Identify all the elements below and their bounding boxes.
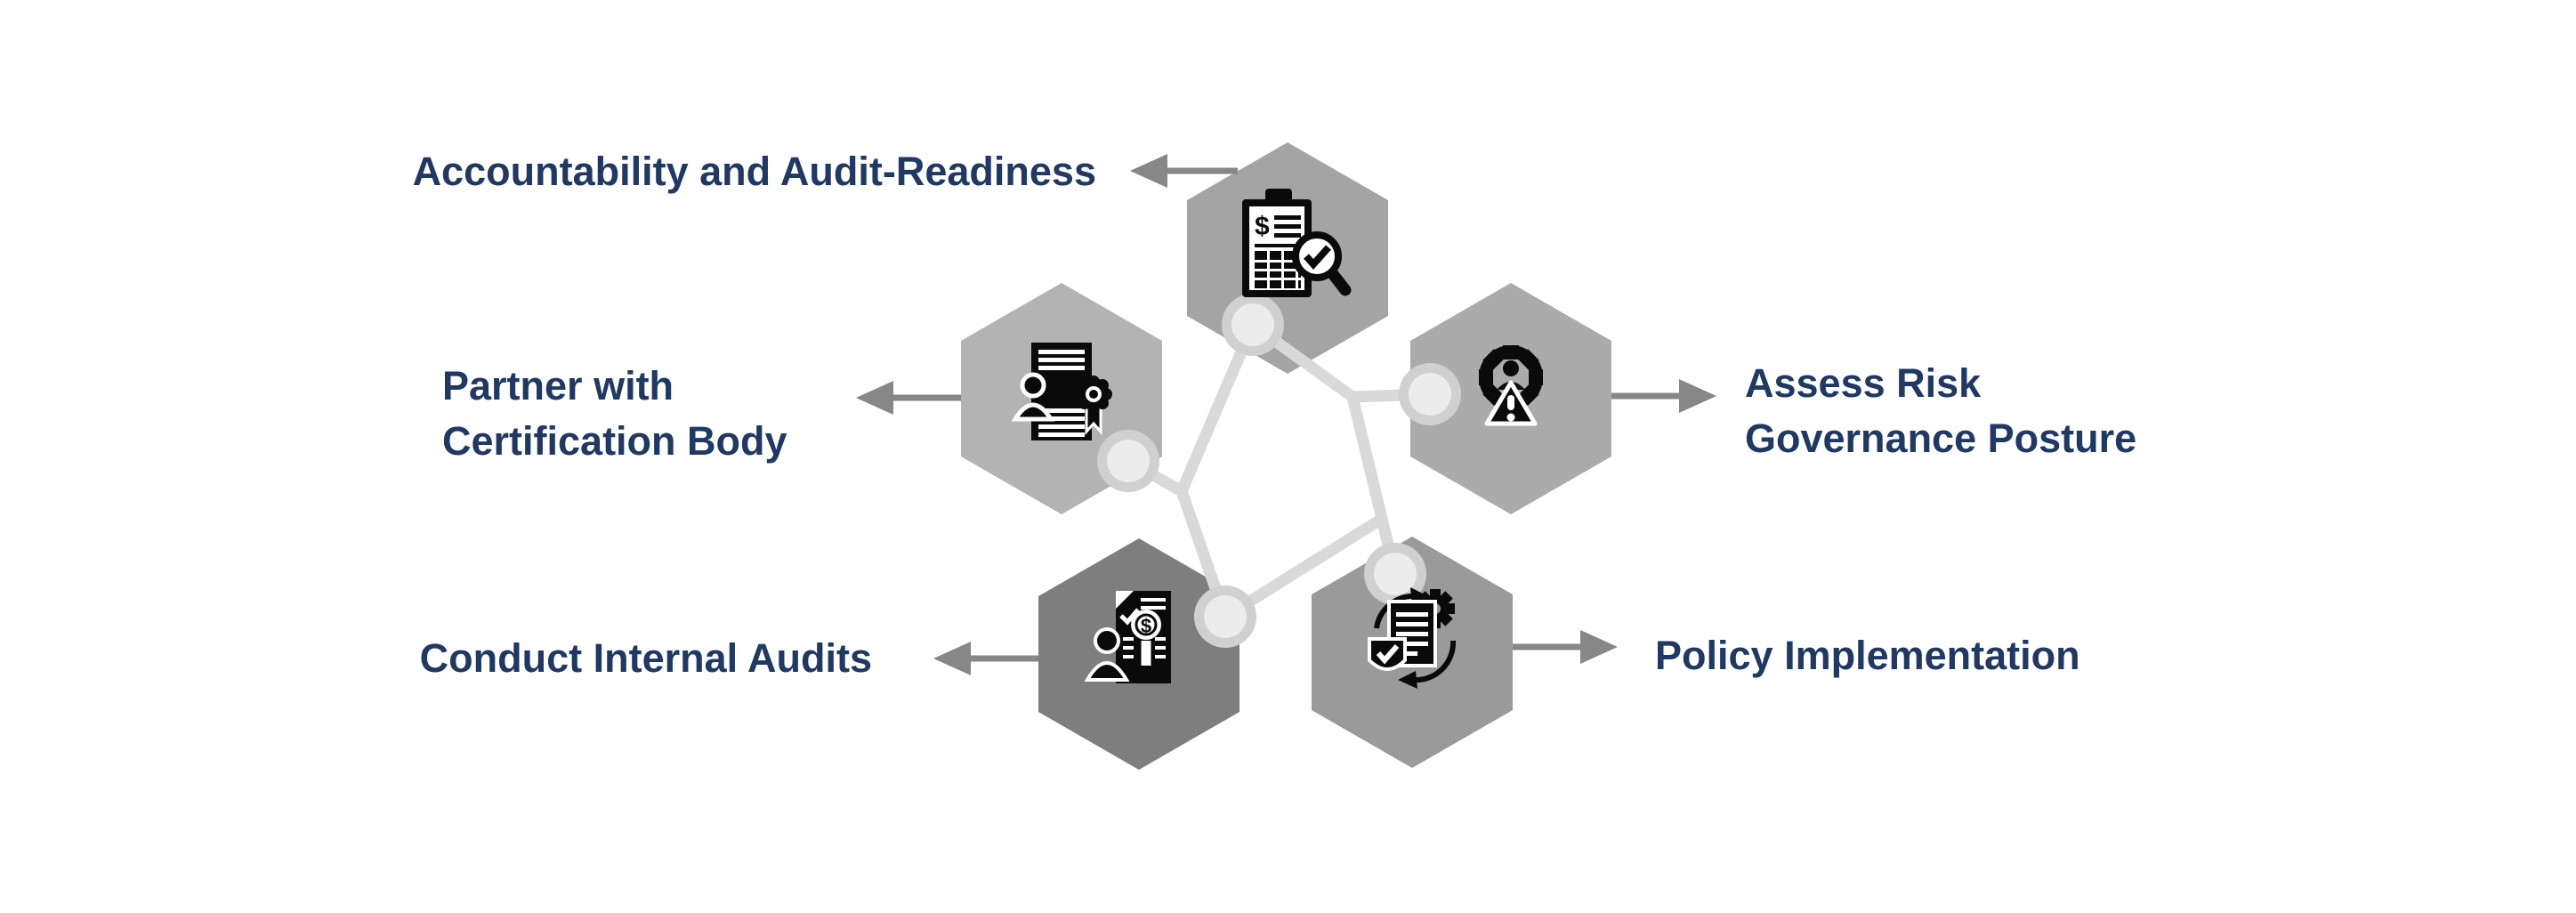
node-circle-left xyxy=(1097,430,1159,492)
dollar-glyph: $ xyxy=(1255,212,1270,241)
policy-document-shield-gear-icon xyxy=(1368,587,1457,689)
arrow-conduct-internal-audits xyxy=(933,642,1038,675)
node-circle-top xyxy=(1222,294,1284,356)
arrow-policy-implementation xyxy=(1513,630,1618,664)
person-document-dollar-magnifier-icon: $ xyxy=(1084,591,1171,683)
label-policy-implementation: Policy Implementation xyxy=(1655,628,2080,683)
dollar-glyph: $ xyxy=(1141,615,1151,637)
arrow-partner-certification xyxy=(856,381,961,415)
label-line: Conduct Internal Audits xyxy=(419,635,872,681)
label-line: Accountability and Audit-Readiness xyxy=(412,149,1096,194)
certification-document-rosette-icon xyxy=(1011,343,1112,440)
label-line: Certification Body xyxy=(442,418,787,464)
audit-report-magnifier-icon: $ xyxy=(1242,189,1352,297)
node-circle-bottom-left xyxy=(1194,586,1256,648)
connector-node-circles xyxy=(1097,294,1461,648)
risk-governance-gear-person-warning-icon xyxy=(1479,345,1543,426)
label-conduct-internal-audits: Conduct Internal Audits xyxy=(420,631,872,686)
arrow-assess-risk xyxy=(1611,379,1716,413)
arrow-accountability xyxy=(1130,154,1238,188)
label-line: Partner with xyxy=(442,363,674,408)
label-line: Assess Risk xyxy=(1745,360,1982,406)
label-assess-risk: Assess Risk Governance Posture xyxy=(1745,356,2136,466)
label-partner-certification: Partner with Certification Body xyxy=(442,359,787,469)
label-accountability: Accountability and Audit-Readiness xyxy=(413,144,1096,199)
label-line: Governance Posture xyxy=(1745,416,2137,461)
arrows xyxy=(856,154,1716,675)
label-line: Policy Implementation xyxy=(1655,633,2080,678)
node-circle-right xyxy=(1399,363,1461,425)
